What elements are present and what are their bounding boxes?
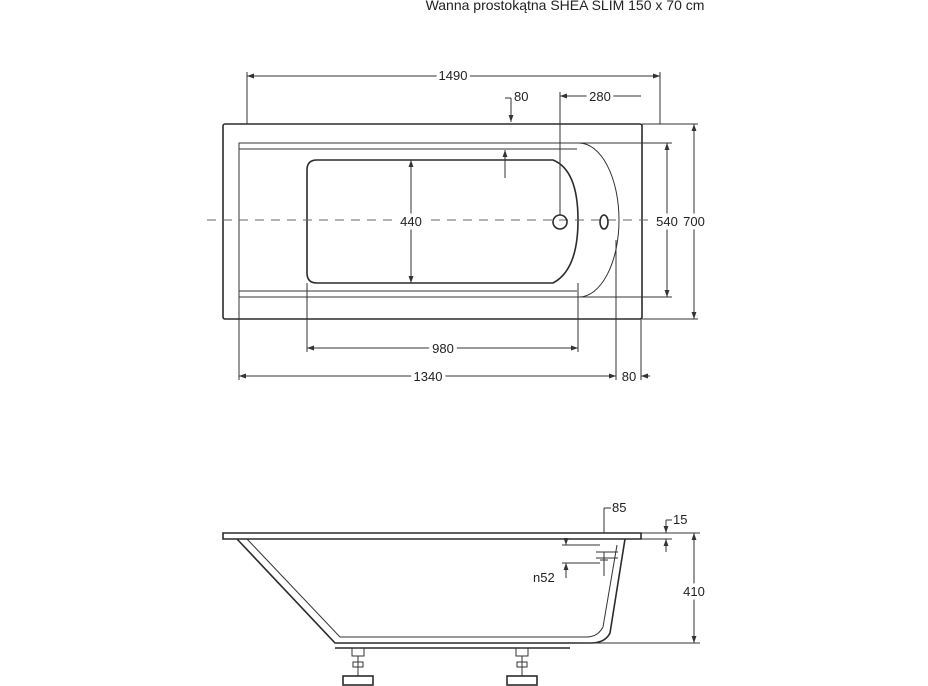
overflow-icon <box>599 214 609 230</box>
right-foot <box>506 647 538 686</box>
dim-height: 410 <box>683 584 705 599</box>
dim-end-rim: 80 <box>622 369 636 384</box>
dim-basin-length: 980 <box>432 341 454 356</box>
dim-overflow: n52 <box>533 570 555 585</box>
dim-overall-width: 700 <box>683 214 705 229</box>
left-foot <box>342 647 374 686</box>
dim-drain-offset: 80 <box>514 89 528 104</box>
dim-rim-overhang: 85 <box>612 500 626 515</box>
top-view: 1490 80 280 440 540 700 980 <box>207 65 708 388</box>
dim-inner-length: 1340 <box>414 369 443 384</box>
side-view: 85 15 410 n52 <box>222 500 708 686</box>
dim-drain-to-end: 280 <box>589 89 611 104</box>
drawing-title: Wanna prostokątna SHEA SLIM 150 x 70 cm <box>426 0 705 13</box>
dim-rim-thickness: 15 <box>673 512 687 527</box>
dim-overall-length: 1490 <box>439 68 468 83</box>
overflow-fitting <box>596 551 618 576</box>
side-body <box>236 538 626 644</box>
inner-rim <box>238 142 620 298</box>
dim-basin-width: 440 <box>400 214 422 229</box>
drain-icon <box>552 214 568 230</box>
dim-inner-width: 540 <box>656 214 678 229</box>
side-rim <box>222 532 642 540</box>
basin-floor <box>306 159 579 284</box>
outer-rim <box>222 123 643 320</box>
